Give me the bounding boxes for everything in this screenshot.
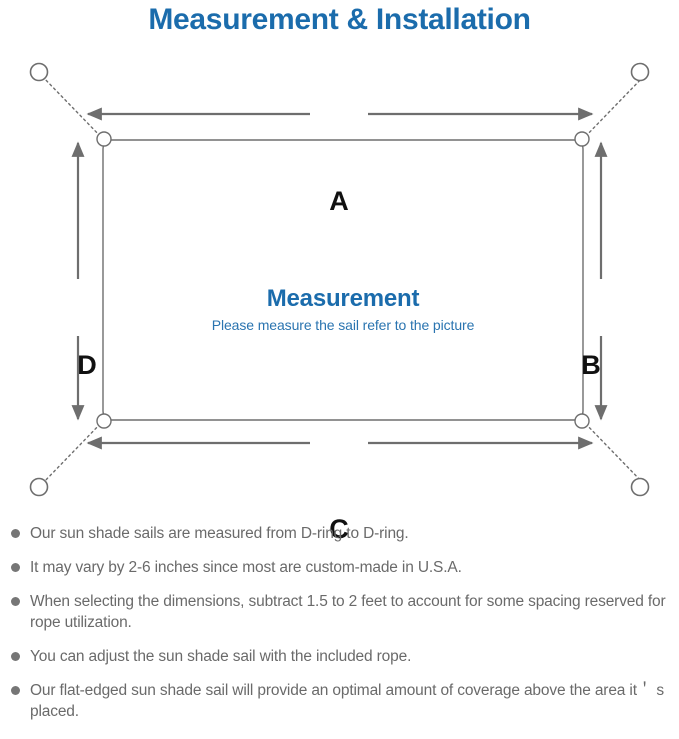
list-item: It may vary by 2-6 inches since most are…: [0, 557, 679, 578]
notes-list: Our sun shade sails are measured from D-…: [0, 523, 679, 735]
rope-line-bottom-left: [40, 419, 105, 486]
rope-line-top-right: [581, 74, 646, 141]
list-item: When selecting the dimensions, subtract …: [0, 591, 679, 633]
d-ring-bottom-left: [96, 413, 112, 429]
d-ring-top-right: [574, 131, 590, 147]
bullet-icon: [11, 529, 20, 538]
note-text: It may vary by 2-6 inches since most are…: [30, 559, 462, 576]
rope-line-top-left: [40, 74, 105, 141]
anchor-point-top-right: [630, 62, 650, 82]
sail-body-outline: [102, 139, 584, 421]
note-text: Our sun shade sails are measured from D-…: [30, 525, 409, 542]
note-text: Our flat-edged sun shade sail will provi…: [30, 682, 664, 720]
d-ring-top-left: [96, 131, 112, 147]
note-text: When selecting the dimensions, subtract …: [30, 593, 666, 631]
list-item: Our flat-edged sun shade sail will provi…: [0, 680, 679, 722]
rope-line-bottom-right: [581, 419, 646, 486]
bullet-icon: [11, 563, 20, 572]
anchor-point-bottom-left: [29, 477, 49, 497]
sun-shade-sail-measurement-diagram: Measurement Please measure the sail refe…: [0, 44, 679, 543]
anchor-point-top-left: [29, 62, 49, 82]
page-title: Measurement & Installation: [148, 3, 531, 36]
list-item: Our sun shade sails are measured from D-…: [0, 523, 679, 544]
note-text: You can adjust the sun shade sail with t…: [30, 648, 412, 665]
dimension-label-c: C: [329, 514, 349, 544]
bullet-icon: [11, 686, 20, 695]
list-item: You can adjust the sun shade sail with t…: [0, 646, 679, 667]
dimension-label-a: A: [329, 186, 349, 216]
dimension-label-d: D: [77, 350, 97, 380]
d-ring-bottom-right: [574, 413, 590, 429]
bullet-icon: [11, 597, 20, 606]
dimension-label-b: B: [581, 350, 601, 380]
anchor-point-bottom-right: [630, 477, 650, 497]
bullet-icon: [11, 652, 20, 661]
diagram-svg: [29, 62, 650, 497]
